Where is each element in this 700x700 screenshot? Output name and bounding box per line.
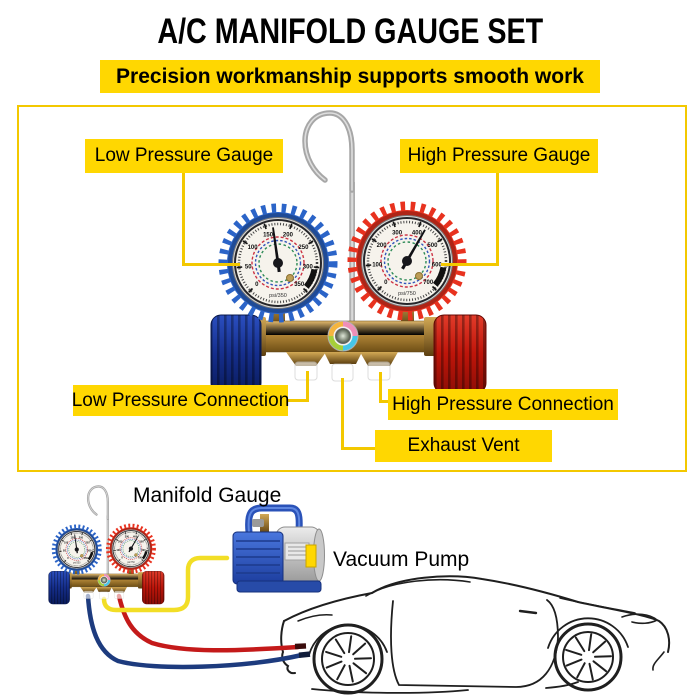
svg-text:50: 50: [245, 264, 252, 270]
callout-connector-line: [341, 378, 344, 450]
subtitle-text: Precision workmanship supports smooth wo…: [116, 64, 584, 88]
callout-connector-line: [288, 399, 309, 402]
sight-glass: [327, 320, 359, 352]
hook-highlight: [304, 112, 353, 191]
callout-text: Exhaust Vent: [407, 435, 520, 456]
callout-text: High Pressure Connection: [392, 393, 614, 415]
pump-body: [232, 531, 284, 585]
callout-connector-line: [182, 172, 185, 265]
svg-text:200: 200: [377, 243, 388, 249]
pump-base: [236, 580, 322, 593]
svg-text:300: 300: [392, 231, 403, 237]
svg-text:250: 250: [298, 245, 309, 251]
high-pressure-gauge-dial: 0 100 200 300 400 500 600 700 psi/750: [347, 201, 467, 321]
low-gauge-unit-text: psi/350: [269, 293, 287, 299]
callout-connector-line: [182, 263, 240, 266]
rear-wheel: [553, 622, 623, 692]
blue-hose: [85, 593, 305, 670]
red-hose-connector: [294, 643, 307, 650]
high-side-knob: [433, 314, 487, 394]
svg-text:0: 0: [255, 282, 259, 288]
svg-text:100: 100: [248, 245, 259, 251]
callout-high-pressure-connection: High Pressure Connection: [388, 389, 618, 420]
hanging-hook-icon: [302, 110, 355, 193]
svg-text:350: 350: [294, 282, 305, 288]
svg-text:400: 400: [412, 231, 423, 237]
vacuum-pump-illustration: [232, 504, 325, 593]
svg-text:200: 200: [283, 233, 294, 239]
hook-shaft: [349, 182, 355, 324]
red-hose: [116, 593, 301, 653]
svg-text:300: 300: [303, 264, 314, 270]
svg-text:100: 100: [372, 262, 383, 268]
vacuum-pump-label: Vacuum Pump: [333, 548, 470, 571]
callout-low-pressure-connection: Low Pressure Connection: [71, 385, 290, 416]
callout-exhaust-vent: Exhaust Vent: [375, 430, 552, 462]
svg-text:150: 150: [263, 233, 274, 239]
callout-low-pressure-gauge: Low Pressure Gauge: [85, 139, 283, 173]
callout-text: Low Pressure Connection: [71, 389, 290, 411]
callout-connector-line: [379, 372, 382, 403]
service-ports: [294, 361, 391, 382]
blue-hose-connector: [298, 651, 311, 659]
page-title: A/C MANIFOLD GAUGE SET: [0, 12, 700, 52]
callout-text: High Pressure Gauge: [407, 145, 591, 166]
callout-connector-line: [441, 263, 499, 266]
svg-text:0: 0: [384, 280, 388, 286]
car-sketch: [280, 575, 671, 695]
page-title-text: A/C MANIFOLD GAUGE SET: [157, 12, 543, 51]
high-gauge-unit-text: psi/750: [398, 291, 416, 297]
callout-connector-line: [306, 371, 309, 402]
subtitle-banner: Precision workmanship supports smooth wo…: [100, 60, 600, 93]
manifold-gauge-label: Manifold Gauge: [133, 484, 282, 507]
callout-text: Low Pressure Gauge: [94, 145, 274, 166]
pump-inlet-fitting: [260, 514, 269, 534]
callout-connector-line: [341, 447, 377, 450]
svg-text:600: 600: [432, 262, 443, 268]
pump-brand-tag: [305, 544, 317, 568]
callout-high-pressure-gauge: High Pressure Gauge: [400, 139, 598, 173]
svg-text:700: 700: [423, 280, 434, 286]
svg-text:500: 500: [427, 243, 438, 249]
front-wheel: [312, 623, 384, 695]
low-side-knob: [210, 314, 262, 394]
callout-connector-line: [496, 172, 499, 265]
yellow-hose: [101, 555, 230, 613]
callout-connector-line: [379, 400, 391, 403]
